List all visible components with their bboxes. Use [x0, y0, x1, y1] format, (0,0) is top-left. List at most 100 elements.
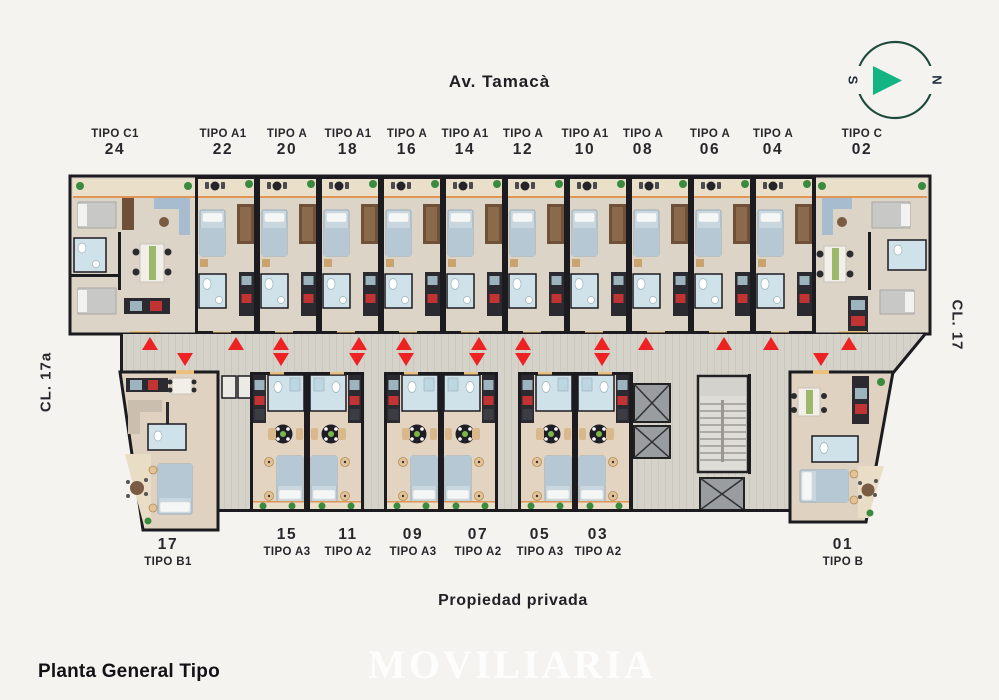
- kitchen-sink-icon: [130, 301, 142, 311]
- unit-label-20: TIPO A 20: [267, 127, 307, 160]
- unit-type: TIPO A: [386, 128, 428, 140]
- chair-icon: [846, 270, 854, 278]
- sink-icon: [92, 260, 100, 268]
- unit-type: TIPO A1: [199, 128, 247, 140]
- unit-label-12: TIPO A 12: [503, 127, 543, 160]
- wall: [748, 374, 751, 474]
- terrace-table-icon: [130, 481, 144, 495]
- stove-icon: [855, 404, 867, 414]
- bed-pillow: [78, 290, 87, 312]
- wardrobe-icon: [122, 198, 134, 230]
- unit-label-24: TIPO C1 24: [91, 127, 139, 160]
- bathroom: [811, 435, 859, 463]
- sofa-icon: [179, 209, 190, 235]
- table-runner: [806, 390, 813, 414]
- unit-type: TIPO A2: [574, 545, 622, 558]
- stove-icon: [851, 316, 865, 326]
- sofa-icon: [822, 198, 852, 209]
- page-title: Planta General Tipo: [38, 661, 220, 682]
- unit-number: 04: [762, 141, 784, 159]
- wall: [364, 509, 384, 512]
- unit-16-plan: [380, 175, 444, 335]
- unit-number: 14: [454, 141, 476, 159]
- coffee-table-icon: [159, 217, 169, 227]
- kitchen-sink-icon: [130, 380, 142, 390]
- side-table-icon: [849, 495, 859, 505]
- unit-label-16: TIPO A 16: [387, 127, 427, 160]
- street-label-propiedad-privada: Propiedad privada: [438, 592, 588, 609]
- side-table-icon: [849, 469, 859, 479]
- plant-icon: [818, 182, 826, 190]
- bed-pillow: [801, 471, 813, 501]
- wall: [120, 334, 123, 374]
- kitchen-counter: [852, 376, 869, 424]
- unit-number: 08: [632, 141, 654, 159]
- bathroom: [147, 423, 187, 451]
- unit-07-plan: [440, 371, 499, 513]
- plant-icon: [76, 182, 84, 190]
- table-runner: [832, 248, 839, 280]
- unit-type: TIPO C: [841, 128, 883, 140]
- unit-number: 03: [587, 526, 609, 543]
- unit-18-plan: [318, 175, 382, 335]
- unit-label-14: TIPO A1 14: [441, 127, 488, 160]
- bed-pillow: [901, 204, 910, 226]
- watermark: MOVILIARIA: [368, 642, 656, 687]
- kitchen-sink-icon: [855, 388, 867, 399]
- bathroom: [73, 237, 107, 273]
- stair-divider: [721, 400, 724, 462]
- bed-pillow: [78, 204, 87, 226]
- compass-ring-gap: [929, 66, 945, 94]
- unit-number: 18: [337, 141, 359, 159]
- side-table-icon: [148, 503, 158, 513]
- unit-label-22: TIPO A1 22: [199, 127, 246, 160]
- wall: [630, 372, 633, 512]
- unit-number: 20: [276, 141, 298, 159]
- unit-label-02: TIPO C 02: [842, 127, 883, 160]
- diagonal-wall: [891, 332, 928, 374]
- unit-04-plan: [752, 175, 816, 335]
- unit-14-plan: [442, 175, 506, 335]
- unit-03-plan: [574, 371, 633, 513]
- bed-pillow: [905, 292, 914, 312]
- unit-label-08: TIPO A 08: [623, 127, 663, 160]
- unit-22-plan: [194, 175, 258, 335]
- unit-10-plan: [566, 175, 630, 335]
- unit-label-05: 05 TIPO A3: [516, 526, 563, 559]
- unit-number: 22: [212, 141, 234, 159]
- chair-icon: [126, 494, 130, 498]
- toilet-icon: [893, 244, 903, 256]
- elevator-x: [633, 383, 671, 423]
- stove-icon: [150, 301, 162, 311]
- stove-icon: [148, 380, 158, 390]
- unit-type: TIPO A: [266, 128, 308, 140]
- toilet-icon: [77, 242, 87, 254]
- wall: [498, 509, 518, 512]
- coffee-table-icon: [837, 217, 847, 227]
- compass-ring-gap: [845, 66, 861, 94]
- chair-icon: [821, 393, 827, 399]
- unit-02-plan: [816, 182, 927, 334]
- unit-number: 12: [512, 141, 534, 159]
- unit-09-plan: [383, 371, 442, 513]
- unit-12-plan: [504, 175, 568, 335]
- bed-pillow: [159, 501, 191, 513]
- kitchen-sink-icon: [851, 300, 865, 310]
- unit-05-plan: [517, 371, 576, 513]
- unit-label-03: 03 TIPO A2: [574, 526, 621, 559]
- duct-shaft: [237, 375, 253, 399]
- street-label-av-tamaca: Av. Tamacà: [448, 72, 551, 91]
- door-threshold: [176, 370, 194, 374]
- unit-number: 06: [699, 141, 721, 159]
- unit-number: 24: [104, 141, 126, 159]
- wall: [70, 274, 118, 277]
- unit-type: TIPO C1: [91, 128, 139, 140]
- side-table-icon: [148, 465, 158, 475]
- unit-type: TIPO A3: [516, 545, 564, 558]
- unit-06-plan: [690, 175, 754, 335]
- chair-icon: [791, 407, 797, 413]
- sofa-icon: [154, 198, 190, 209]
- chair-icon: [144, 492, 148, 496]
- chair-icon: [873, 493, 877, 497]
